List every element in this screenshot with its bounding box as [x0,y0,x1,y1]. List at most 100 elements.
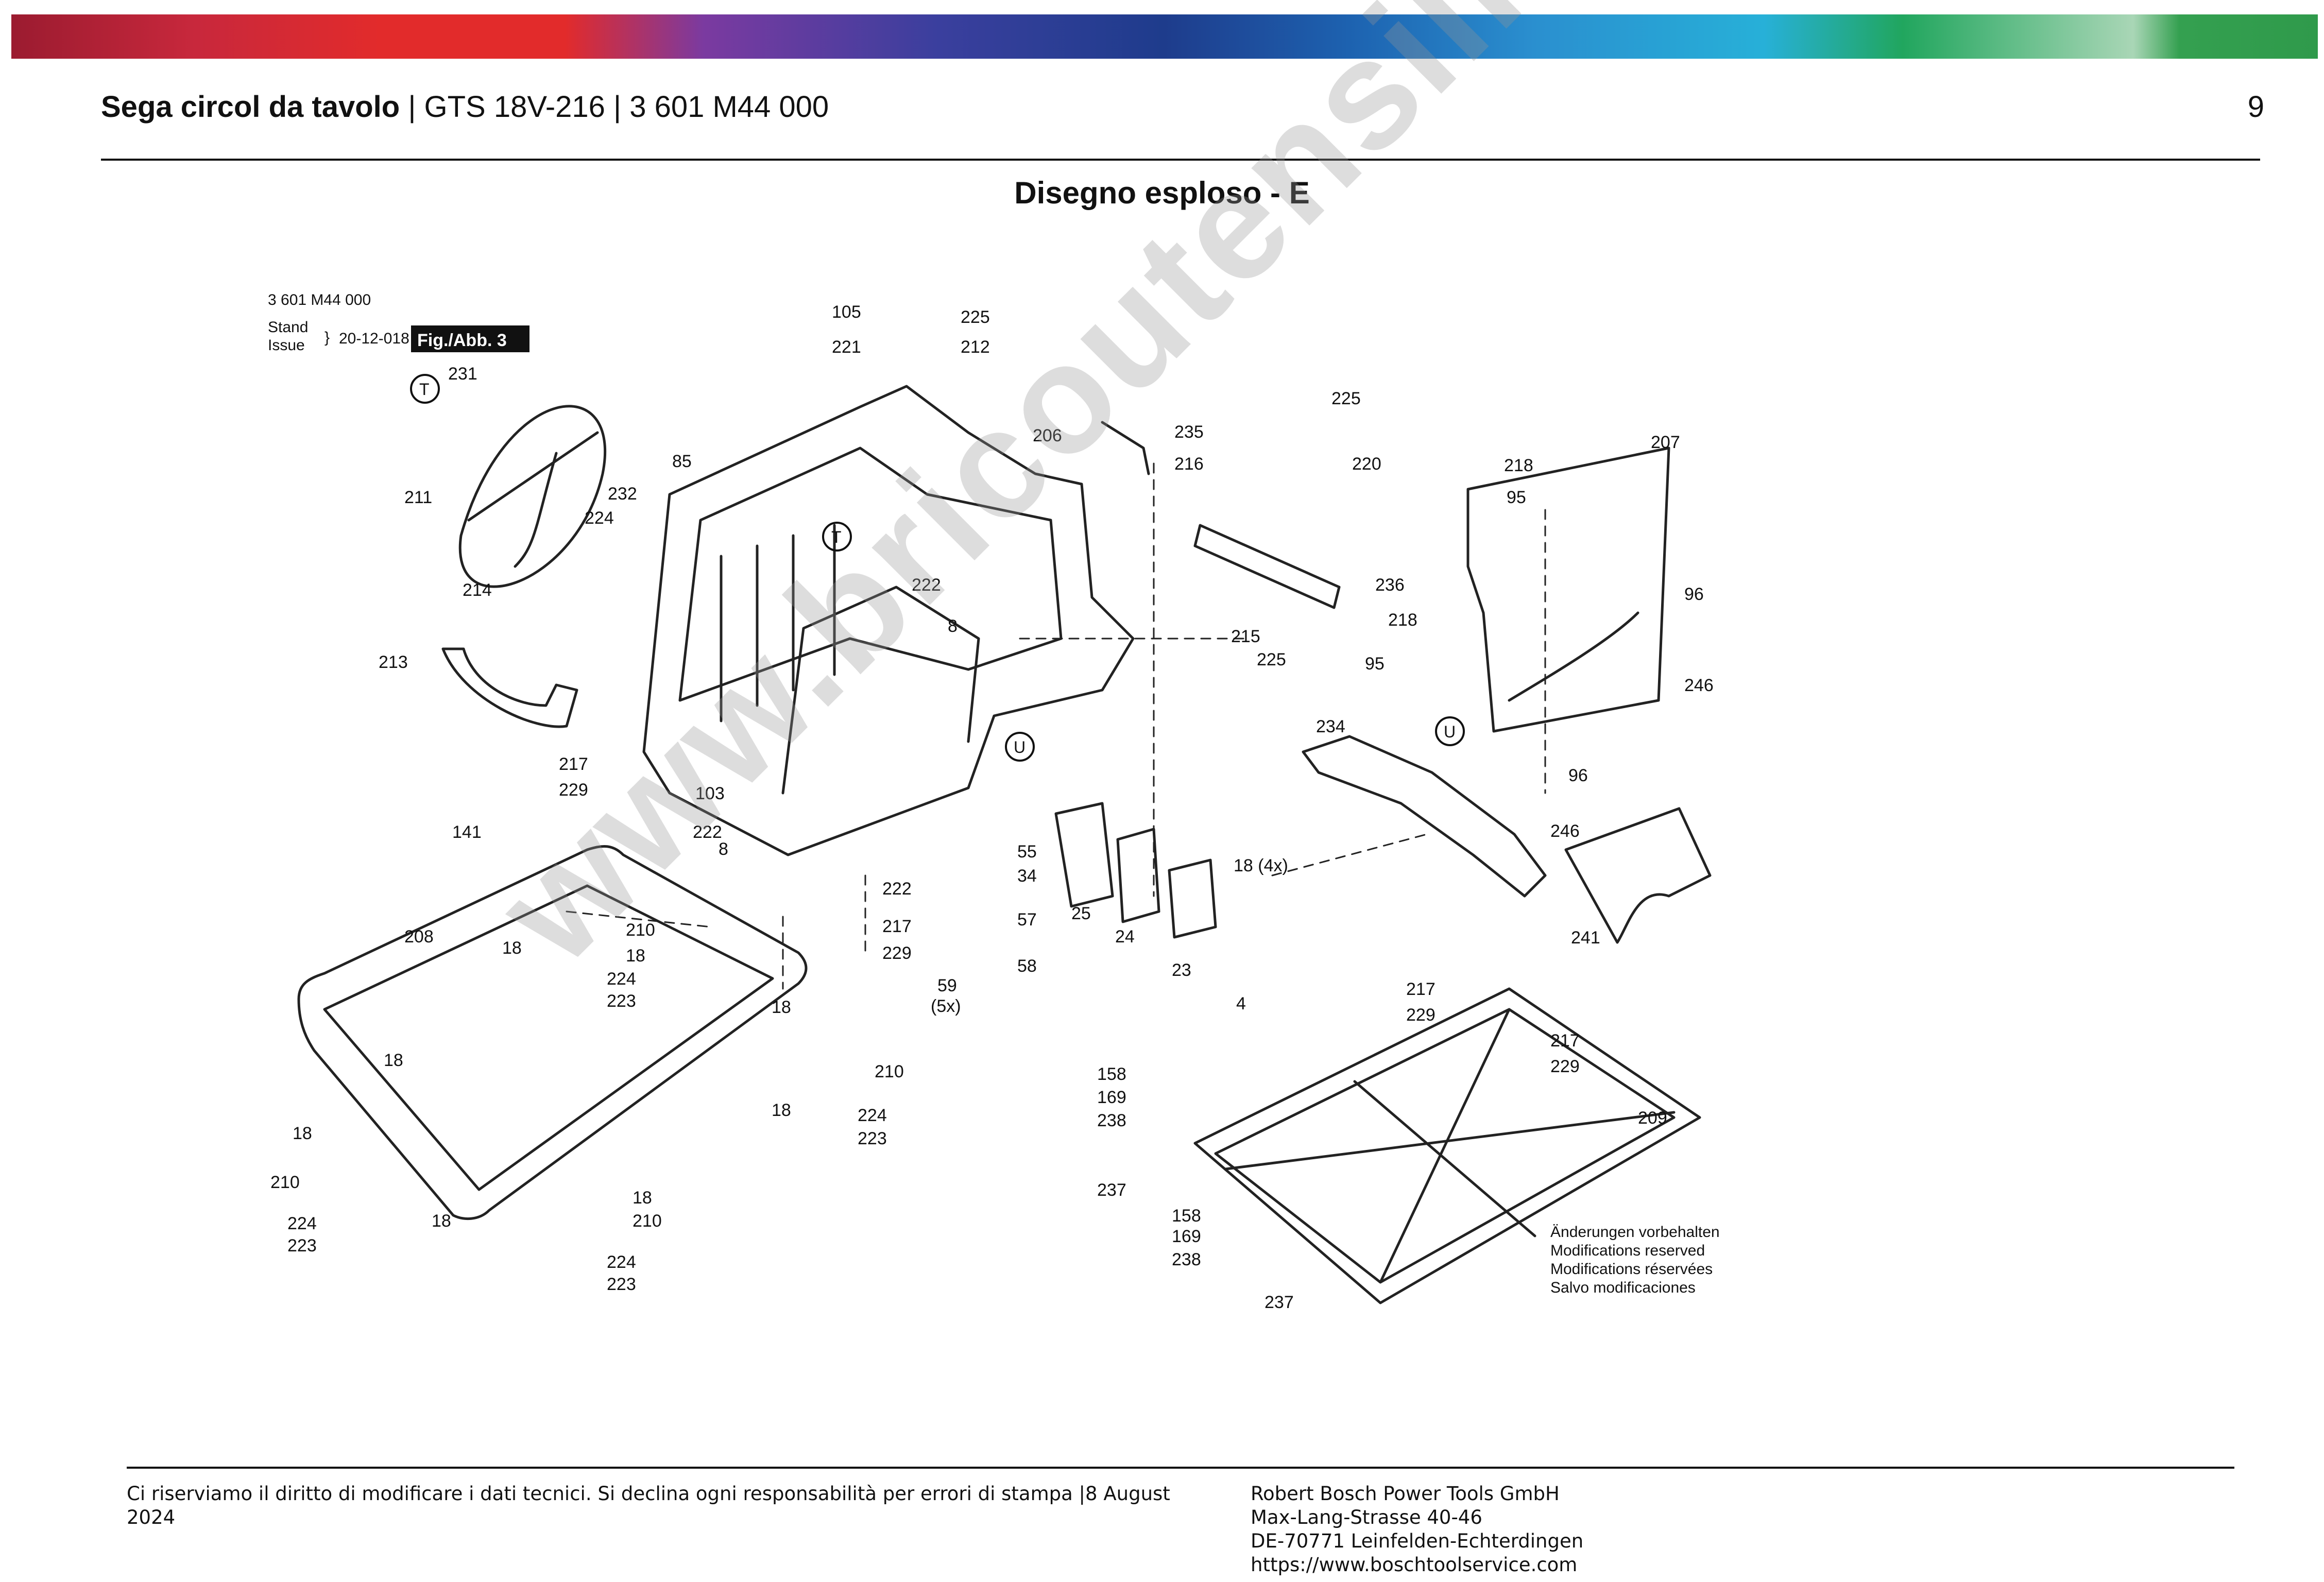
footer-disclaimer: Ci riserviamo il diritto di modificare i… [127,1483,1170,1528]
svg-text:3 601 M44 000: 3 601 M44 000 [268,291,371,308]
svg-text:Salvo modificaciones: Salvo modificaciones [1550,1279,1696,1296]
svg-text:59: 59 [937,976,957,995]
svg-text:214: 214 [463,580,492,600]
svg-text:223: 223 [287,1236,317,1256]
svg-text:231: 231 [448,364,477,384]
svg-text:224: 224 [607,1252,636,1272]
svg-text:18: 18 [626,946,645,966]
svg-text:Issue: Issue [268,337,305,354]
svg-text:211: 211 [404,488,432,507]
svg-text:225: 225 [1331,389,1361,408]
svg-text:209: 209 [1638,1108,1667,1128]
table-insert [1193,987,1701,1304]
svg-text:216: 216 [1174,454,1204,474]
svg-text:158: 158 [1172,1206,1201,1226]
svg-text:34: 34 [1017,866,1037,886]
svg-text:225: 225 [961,307,990,327]
svg-text:246: 246 [1684,676,1714,695]
company-name: Robert Bosch Power Tools GmbH [1251,1483,1560,1505]
svg-text:96: 96 [1568,766,1588,785]
angle-stop [1193,524,1341,609]
svg-text:218: 218 [1504,456,1533,475]
base-frame [297,845,808,1220]
svg-text:224: 224 [858,1106,887,1125]
svg-text:Änderungen vorbehalten: Änderungen vorbehalten [1550,1224,1720,1241]
header-divider [101,159,2260,161]
svg-text:223: 223 [858,1129,887,1148]
svg-text:215: 215 [1231,627,1260,646]
svg-text:223: 223 [607,991,636,1011]
svg-text:207: 207 [1651,433,1680,452]
svg-text:18: 18 [633,1188,652,1208]
svg-text:224: 224 [585,508,614,528]
svg-text:246: 246 [1550,821,1580,841]
svg-text:18 (4x): 18 (4x) [1234,856,1288,875]
footer-address: Robert Bosch Power Tools GmbH Max-Lang-S… [1251,1482,1766,1577]
svg-text:Stand: Stand [268,319,308,336]
housing-inner [678,446,1063,702]
svg-text:237: 237 [1264,1293,1294,1312]
page-number: 9 [2247,90,2264,124]
svg-text:T: T [831,528,842,546]
svg-text:206: 206 [1033,426,1062,445]
svg-text:222: 222 [882,879,912,899]
svg-text:55: 55 [1017,842,1037,862]
svg-text:241: 241 [1571,928,1600,948]
svg-text:223: 223 [607,1275,636,1294]
city-address: DE-70771 Leinfelden-Echterdingen [1251,1530,1584,1552]
svg-text:224: 224 [607,969,636,989]
svg-text:224: 224 [287,1214,317,1233]
svg-text:212: 212 [961,337,990,357]
svg-text:57: 57 [1017,910,1037,930]
svg-text:U: U [1014,738,1026,756]
svg-text:Modifications reserved: Modifications reserved [1550,1242,1705,1259]
blade-guard [1466,446,1670,733]
svg-text:Fig./Abb. 3: Fig./Abb. 3 [417,331,507,350]
diagram-title: Disegno esploso - E [1014,176,1310,210]
svg-text:218: 218 [1388,610,1417,630]
carry-handle [441,647,578,728]
document-subtitle: | GTS 18V-216 | 3 601 M44 000 [400,90,829,124]
svg-text:169: 169 [1172,1227,1201,1246]
service-url[interactable]: https://www.boschtoolservice.com [1251,1554,1578,1576]
svg-text:96: 96 [1684,584,1704,604]
svg-text:85: 85 [672,452,692,471]
svg-text:208: 208 [404,927,434,947]
svg-text:210: 210 [270,1173,300,1192]
svg-text:T: T [419,380,430,399]
svg-text:8: 8 [719,839,728,859]
svg-text:18: 18 [384,1051,403,1070]
street-address: Max-Lang-Strasse 40-46 [1251,1506,1482,1528]
switch-housing [1054,802,1114,908]
svg-text:234: 234 [1316,717,1345,736]
svg-text:217: 217 [1550,1031,1580,1051]
svg-text:210: 210 [633,1211,662,1231]
footer-divider [127,1467,2234,1469]
wrench [1101,421,1150,475]
svg-text:210: 210 [626,920,655,940]
page-header: Sega circol da tavolo | GTS 18V-216 | 3 … [101,87,2264,128]
svg-text:24: 24 [1115,927,1135,947]
handwheel [458,405,607,588]
svg-text:235: 235 [1174,422,1204,442]
svg-text:18: 18 [293,1124,312,1143]
svg-text:95: 95 [1365,654,1385,674]
svg-text:18: 18 [772,1100,791,1120]
svg-text:229: 229 [1550,1057,1580,1076]
svg-text:105: 105 [832,302,861,322]
svg-text:169: 169 [1097,1088,1126,1107]
svg-text:Modifications réservées: Modifications réservées [1550,1261,1713,1278]
svg-text:238: 238 [1097,1111,1126,1130]
svg-text:158: 158 [1097,1064,1126,1084]
svg-text:8: 8 [948,616,958,636]
rip-guide [1302,735,1547,898]
svg-text:229: 229 [559,780,588,800]
svg-text:229: 229 [1406,1005,1436,1025]
svg-text:95: 95 [1507,488,1526,507]
svg-text:18: 18 [432,1211,451,1231]
svg-text:229: 229 [882,943,912,963]
housing [642,385,1135,856]
document-title: Sega circol da tavolo [101,90,400,124]
svg-text:}: } [324,329,330,346]
